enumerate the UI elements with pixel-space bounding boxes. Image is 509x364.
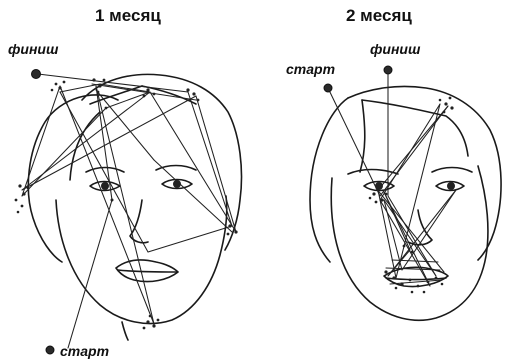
left-brow-2 (348, 170, 398, 175)
start-label-1-month: старт (60, 343, 109, 359)
start-marker-1-month (46, 346, 54, 354)
start-label-2-month: старт (286, 61, 335, 77)
finish-marker-2-month (384, 66, 392, 74)
left-brow-1 (86, 168, 124, 173)
hair-outline-right (310, 98, 348, 262)
hair-fringe-right (360, 100, 365, 172)
mouth-line-1 (118, 270, 176, 272)
start-marker-2-month (324, 84, 332, 92)
neck-1 (122, 322, 128, 340)
panel-title-1-month: 1 месяц (95, 6, 161, 26)
face-2-month (310, 66, 501, 320)
hair-top-right (348, 86, 501, 260)
scanpath-1-month (22, 74, 236, 348)
finish-label-2-month: финиш (370, 41, 420, 57)
finish-marker-1-month (32, 70, 41, 79)
hair-top-left (82, 74, 242, 250)
right-brow-2 (432, 168, 472, 173)
right-pupil-2 (447, 182, 455, 190)
panel-title-2-month: 2 месяц (346, 6, 412, 26)
left-pupil-1 (101, 182, 109, 190)
face-1-month (15, 70, 242, 355)
finish-label-1-month: финиш (8, 41, 58, 57)
